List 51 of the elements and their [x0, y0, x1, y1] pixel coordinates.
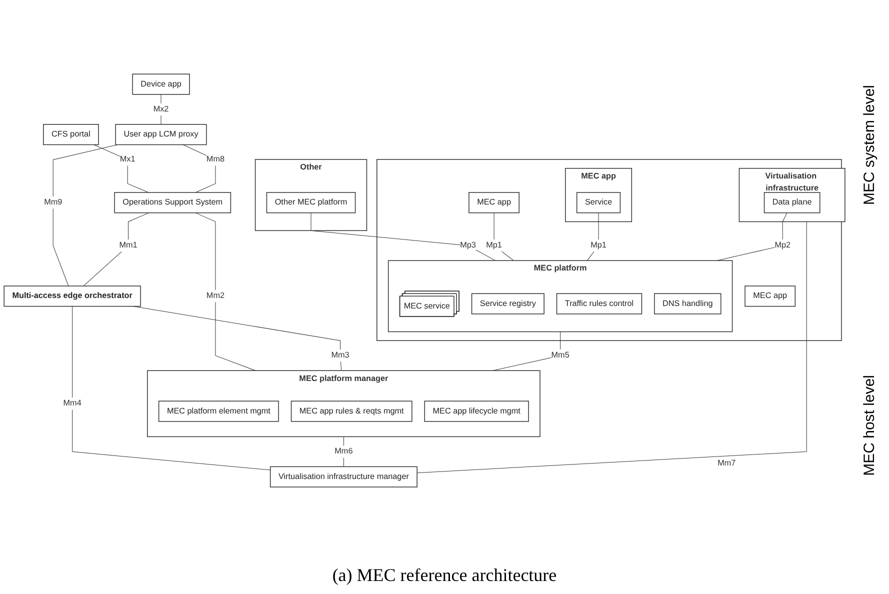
edge-label: Mm6	[334, 447, 353, 456]
node-box: CFS portal	[43, 124, 99, 146]
node-box: Operations Support System	[114, 192, 232, 214]
connector	[416, 221, 807, 474]
node-box: Multi-access edge orchestrator	[4, 286, 141, 307]
node-box: MEC app rules & reqts mgmt	[290, 400, 412, 422]
cluster	[376, 159, 842, 341]
connector	[52, 144, 118, 286]
edge-label: Mm3	[331, 351, 350, 360]
node-box: Other MEC platform	[266, 192, 356, 214]
edge-label: Mm7	[718, 459, 736, 468]
node-box: MEC platform element mgmt	[158, 400, 279, 422]
edge-label: Mp1	[486, 240, 502, 250]
level-label: MEC system level	[860, 85, 878, 206]
node-box: MEC app	[744, 286, 796, 307]
edge-label: Mm9	[44, 198, 62, 207]
connector	[83, 212, 150, 286]
node-box: MEC app	[468, 192, 520, 214]
node-box: DNS handling	[654, 293, 722, 314]
edge-label: Mm2	[206, 292, 224, 300]
edge-label: Mp2	[774, 240, 791, 250]
edge-label: Mx1	[120, 155, 136, 164]
connector	[716, 212, 788, 261]
node-box: Service registry	[471, 293, 544, 314]
connector	[94, 144, 149, 193]
figure-caption: (a) MEC reference architecture	[331, 564, 558, 587]
level-label: MEC host level	[860, 375, 878, 476]
edge-label: Mm8	[206, 155, 224, 164]
connector	[586, 212, 599, 261]
node-box: Data plane	[764, 192, 820, 214]
edge-label: Mm1	[119, 240, 138, 250]
node-box: Virtualisation infrastructure manager	[270, 466, 418, 488]
node-box: Traffic rules control	[556, 293, 642, 314]
connector	[343, 436, 344, 467]
connector	[494, 212, 514, 261]
connector	[72, 306, 271, 470]
edge-label: Mp1	[590, 240, 606, 250]
connector	[182, 144, 216, 193]
connector	[195, 212, 256, 371]
connector	[160, 94, 162, 125]
edge-label: Mm4	[63, 399, 82, 408]
connector	[133, 306, 342, 371]
connector	[310, 212, 496, 261]
connector	[492, 331, 561, 371]
node-box: User app LCM proxy	[115, 124, 207, 146]
node-box: MEC app lifecycle mgmt	[424, 400, 529, 422]
edge-label: Mm5	[551, 351, 570, 360]
edge-label: Mx2	[153, 104, 169, 114]
node-box: Service	[576, 192, 621, 214]
edge-label: Mp3	[460, 240, 476, 250]
node-box: Device app	[132, 74, 190, 95]
